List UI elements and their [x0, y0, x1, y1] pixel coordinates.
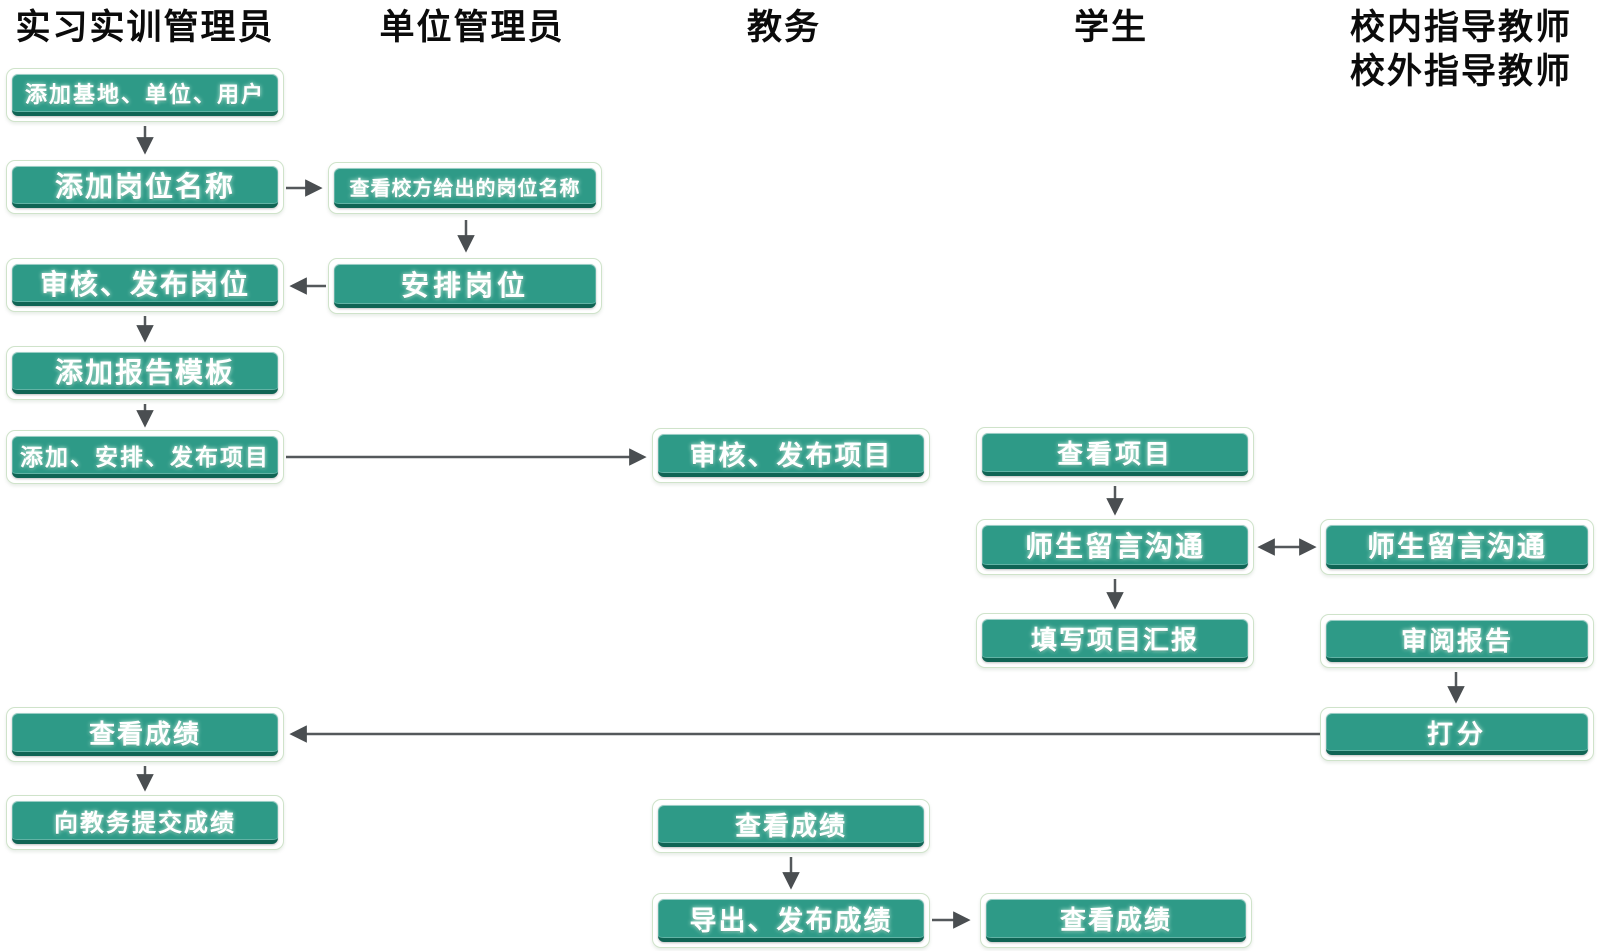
column-header-advisors-line1: 校内指导教师	[1349, 8, 1573, 47]
node-view-school-position-names: 查看校方给出的岗位名称	[328, 162, 602, 214]
column-header-academic-affairs: 教务	[746, 8, 822, 47]
node-add-position-name: 添加岗位名称	[6, 160, 284, 214]
node-review-report: 审阅报告	[1320, 614, 1594, 668]
node-academic-view-grades: 查看成绩	[652, 799, 930, 853]
node-student-view-grades: 查看成绩	[980, 893, 1252, 948]
node-fill-project-report: 填写项目汇报	[976, 613, 1254, 668]
node-give-score: 打分	[1320, 707, 1594, 761]
column-header-student: 学生	[1073, 8, 1149, 47]
node-student-message-communication: 师生留言沟通	[976, 519, 1254, 575]
column-header-advisors: 校内指导教师 校外指导教师	[1350, 6, 1572, 94]
node-teacher-message-communication: 师生留言沟通	[1320, 519, 1594, 575]
node-review-publish-project: 审核、发布项目	[652, 428, 930, 483]
node-add-base-unit-user: 添加基地、单位、用户	[6, 68, 284, 122]
column-header-internship-admin: 实习实训管理员	[15, 8, 275, 47]
node-add-arrange-publish-project: 添加、安排、发布项目	[6, 430, 284, 484]
node-view-project: 查看项目	[976, 427, 1254, 482]
node-submit-grades-to-academic-affairs: 向教务提交成绩	[6, 795, 284, 850]
node-add-report-template: 添加报告模板	[6, 346, 284, 400]
node-admin-view-grades: 查看成绩	[6, 707, 284, 762]
node-arrange-position: 安排岗位	[328, 258, 602, 314]
column-header-advisors-line2: 校外指导教师	[1349, 52, 1573, 91]
column-header-unit-admin: 单位管理员	[379, 8, 565, 47]
node-review-publish-position: 审核、发布岗位	[6, 258, 284, 312]
node-export-publish-grades: 导出、发布成绩	[652, 893, 930, 948]
